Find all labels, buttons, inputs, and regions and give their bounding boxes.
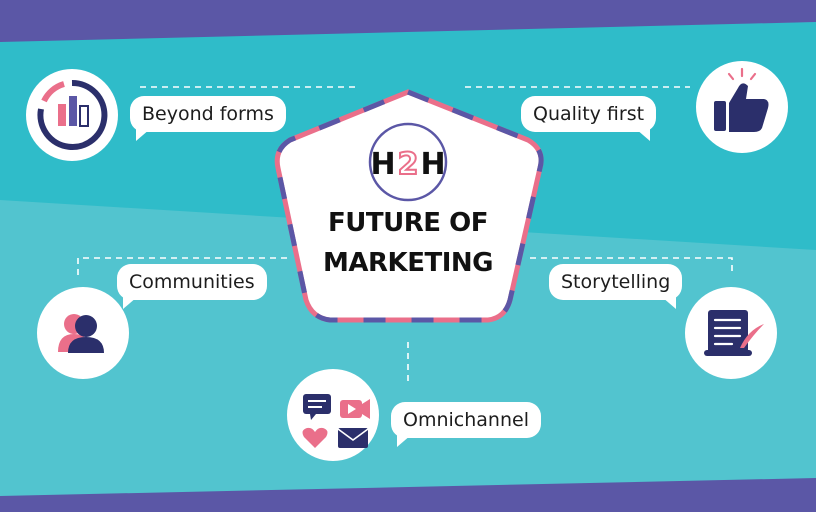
logo-two: 2 xyxy=(398,147,419,182)
logo-circle xyxy=(368,122,448,202)
label-quality-first: Quality first xyxy=(521,96,657,141)
connector-lines xyxy=(77,86,733,382)
label-omnichannel: Omnichannel xyxy=(391,402,541,447)
label-storytelling: Storytelling xyxy=(549,264,683,309)
connector-communities xyxy=(77,257,290,275)
people-icon xyxy=(58,314,104,353)
connector-storytelling xyxy=(530,257,733,275)
center-title-line2: MARKETING xyxy=(323,248,493,278)
logo-h-left: H xyxy=(370,147,395,182)
label-communities: Communities xyxy=(117,264,267,309)
bottom-stripe xyxy=(0,478,816,512)
top-stripe xyxy=(0,0,816,42)
thumbs-up-icon xyxy=(714,67,769,132)
pentagon-fill xyxy=(277,92,542,320)
center-title-line1: FUTURE OF xyxy=(328,208,488,238)
logo-h-right: H xyxy=(420,147,445,182)
pentagon-border-purple xyxy=(274,89,544,323)
center-pentagon xyxy=(274,89,544,323)
scroll-quill-icon xyxy=(704,310,764,356)
channels-icon xyxy=(302,394,370,448)
label-beyond-forms: Beyond forms xyxy=(130,96,286,141)
chart-icon xyxy=(37,79,108,150)
